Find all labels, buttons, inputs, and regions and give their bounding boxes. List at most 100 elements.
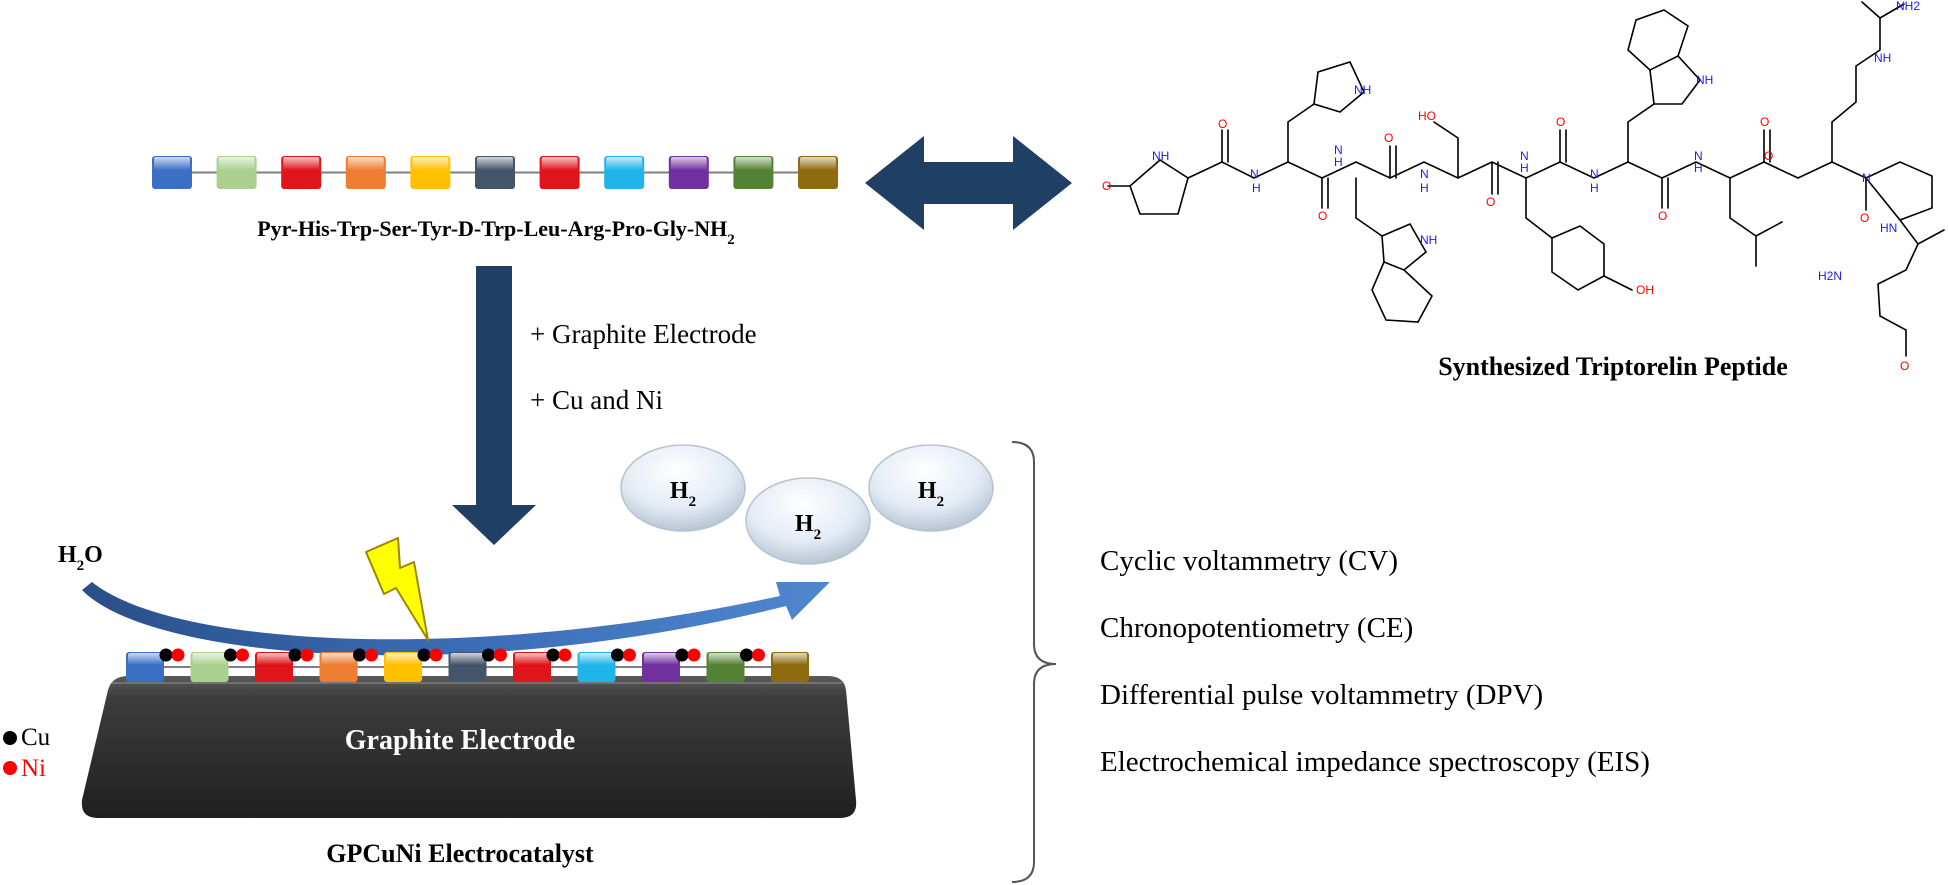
svg-text:H: H bbox=[1420, 181, 1429, 195]
svg-text:N: N bbox=[1520, 149, 1529, 163]
step-graphite-electrode: + Graphite Electrode bbox=[530, 319, 757, 349]
svg-text:O: O bbox=[1218, 117, 1227, 131]
svg-text:HO: HO bbox=[1418, 109, 1436, 123]
svg-text:O: O bbox=[1764, 149, 1773, 163]
residue-highlight bbox=[283, 157, 320, 171]
residue-highlight bbox=[477, 157, 513, 171]
techniques-list: Cyclic voltammetry (CV) Chronopotentiome… bbox=[1100, 545, 1650, 778]
ni-dot bbox=[558, 648, 572, 662]
svg-text:H: H bbox=[1590, 181, 1599, 195]
ni-dot bbox=[300, 648, 314, 662]
technique-cv: Cyclic voltammetry (CV) bbox=[1100, 545, 1398, 577]
svg-text:N: N bbox=[1420, 167, 1429, 181]
residue-highlight bbox=[450, 653, 485, 665]
residue-highlight bbox=[708, 653, 743, 665]
svg-text:N: N bbox=[1250, 167, 1259, 181]
svg-text:N: N bbox=[1590, 167, 1599, 181]
svg-text:H2: H2 bbox=[918, 478, 944, 510]
svg-text:OH: OH bbox=[1636, 283, 1654, 297]
svg-text:O: O bbox=[1486, 195, 1495, 209]
svg-text:H: H bbox=[1520, 161, 1529, 175]
residue-highlight bbox=[773, 653, 807, 665]
residue-highlight bbox=[800, 157, 836, 171]
svg-text:H: H bbox=[1694, 161, 1703, 175]
double-headed-arrow bbox=[865, 136, 1072, 230]
cu-dot bbox=[159, 648, 173, 662]
structure-title: Synthesized Triptorelin Peptide bbox=[1438, 352, 1788, 381]
peptide-chain-top bbox=[152, 156, 838, 189]
residue-highlight bbox=[579, 653, 614, 665]
down-arrow bbox=[452, 266, 536, 545]
residue-highlight bbox=[192, 653, 227, 665]
ni-dot bbox=[429, 648, 443, 662]
cu-dot bbox=[611, 648, 624, 662]
peptide-chain-on-electrode bbox=[126, 652, 809, 682]
technique-eis: Electrochemical impedance spectroscopy (… bbox=[1100, 746, 1650, 778]
cu-dot bbox=[224, 648, 237, 662]
cu-dot bbox=[288, 648, 302, 662]
svg-text:H: H bbox=[1252, 181, 1261, 195]
structure-atom-labels: O NH O N H NH N H O HO O N H O N H NH O … bbox=[1102, 0, 1920, 373]
cu-marker bbox=[3, 731, 17, 745]
svg-text:N: N bbox=[1694, 149, 1703, 163]
curly-brace bbox=[1011, 441, 1057, 883]
water-to-hydrogen-arrow bbox=[82, 582, 830, 656]
svg-text:H2: H2 bbox=[795, 511, 821, 543]
ni-marker bbox=[3, 761, 17, 775]
ni-dot bbox=[687, 648, 701, 662]
cu-dot bbox=[546, 648, 560, 662]
technique-dpv: Differential pulse voltammetry (DPV) bbox=[1100, 679, 1543, 711]
svg-text:O: O bbox=[1860, 211, 1869, 225]
svg-text:NH2: NH2 bbox=[1896, 0, 1920, 13]
step-cu-and-ni: + Cu and Ni bbox=[530, 385, 663, 415]
residue-highlight bbox=[515, 653, 549, 665]
residue-highlight bbox=[386, 653, 420, 665]
residue-highlight bbox=[412, 157, 449, 171]
ni-dot bbox=[752, 648, 765, 662]
residue-highlight bbox=[541, 157, 578, 171]
cu-dot bbox=[482, 648, 495, 662]
ni-dot bbox=[236, 648, 249, 662]
residue-highlight bbox=[670, 157, 707, 171]
svg-text:H: H bbox=[1334, 155, 1343, 169]
peptide-sequence-label: Pyr-His-Trp-Ser-Tyr-D-Trp-Leu-Arg-Pro-Gl… bbox=[257, 216, 735, 248]
svg-text:NH: NH bbox=[1152, 149, 1169, 163]
cu-label: Cu bbox=[21, 724, 51, 751]
residue-highlight bbox=[257, 653, 291, 665]
svg-text:O: O bbox=[1318, 209, 1327, 223]
svg-text:O: O bbox=[1658, 209, 1667, 223]
svg-text:NH: NH bbox=[1696, 73, 1713, 87]
technique-ce: Chronopotentiometry (CE) bbox=[1100, 612, 1413, 644]
svg-text:O: O bbox=[1900, 359, 1909, 373]
ni-dot bbox=[623, 648, 636, 662]
svg-text:O: O bbox=[1384, 131, 1393, 145]
residue-highlight bbox=[154, 157, 190, 171]
svg-text:O: O bbox=[1102, 179, 1111, 193]
residue-highlight bbox=[128, 653, 162, 665]
graphite-electrode bbox=[81, 676, 857, 818]
svg-text:NH: NH bbox=[1874, 51, 1891, 65]
residue-highlight bbox=[218, 157, 255, 171]
electrode-label: Graphite Electrode bbox=[345, 725, 575, 756]
hydrogen-bubble: H2 bbox=[868, 444, 994, 532]
cu-ni-decorations bbox=[159, 648, 765, 662]
cu-dot bbox=[675, 648, 689, 662]
cu-dot bbox=[417, 648, 431, 662]
residue-highlight bbox=[347, 157, 384, 171]
svg-text:NH: NH bbox=[1354, 83, 1371, 97]
cu-dot bbox=[740, 648, 753, 662]
ni-dot bbox=[494, 648, 507, 662]
residue-highlight bbox=[321, 653, 356, 665]
ni-dot bbox=[365, 648, 378, 662]
svg-text:H2: H2 bbox=[670, 478, 696, 510]
svg-text:O: O bbox=[1556, 115, 1565, 129]
cu-dot bbox=[353, 648, 366, 662]
lightning-bolt-icon bbox=[365, 537, 429, 641]
metal-legend: Cu Ni bbox=[3, 724, 51, 782]
ni-label: Ni bbox=[21, 755, 46, 782]
svg-text:HN: HN bbox=[1880, 221, 1897, 235]
electrocatalyst-caption: GPCuNi Electrocatalyst bbox=[326, 839, 594, 868]
hydrogen-bubble: H2 bbox=[745, 477, 871, 565]
residue-highlight bbox=[644, 653, 678, 665]
